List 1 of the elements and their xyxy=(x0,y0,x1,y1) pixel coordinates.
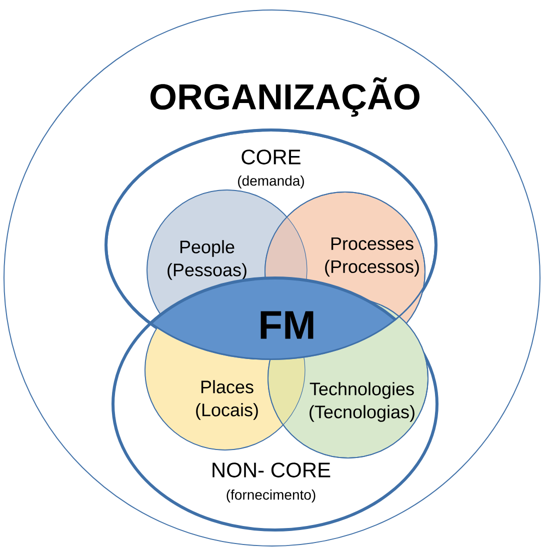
node-label: Technologies (Tecnologias) xyxy=(310,382,414,422)
